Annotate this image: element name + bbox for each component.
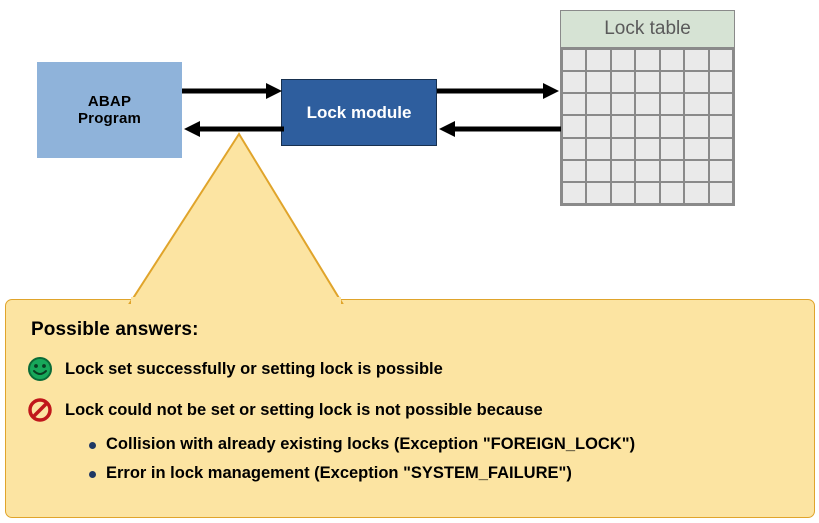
lock-table-cell	[685, 94, 708, 115]
lock-table-grid	[561, 48, 734, 205]
lock-table-cell	[660, 182, 684, 203]
lock-table-cell	[563, 116, 586, 137]
lock-table-cell	[685, 138, 708, 159]
callout-content: Possible answers: Lock set successfully …	[5, 299, 815, 518]
lock-table-cell	[636, 160, 659, 181]
lock-table-cell	[709, 138, 732, 159]
lock-table-cell	[611, 182, 635, 203]
lock-table-cell	[611, 94, 635, 115]
green-smiley-icon	[28, 357, 52, 381]
lock-table-cell	[587, 138, 610, 159]
lock-table-cell	[709, 116, 732, 137]
bullet-icon	[89, 471, 96, 479]
lock-table-cell	[587, 50, 610, 71]
abap-program-node[interactable]: ABAP Program	[37, 62, 182, 158]
lock-table-cell	[587, 160, 610, 181]
list-item: Error in lock management (Exception "SYS…	[89, 464, 795, 482]
arrow-lock-table-to-lock-module	[439, 121, 561, 137]
lock-table-cell	[563, 94, 586, 115]
answer-text-success: Lock set successfully or setting lock is…	[65, 360, 443, 378]
arrow-abap-to-lock-module	[182, 83, 282, 99]
lock-table-cell	[587, 72, 610, 93]
list-item: Collision with already existing locks (E…	[89, 435, 795, 453]
lock-table-cell	[660, 160, 684, 181]
callout-tail	[128, 132, 344, 310]
lock-table-cell	[709, 50, 732, 71]
lock-table-cell	[709, 160, 732, 181]
lock-table-cell	[660, 138, 684, 159]
sub-item-foreign-lock: Collision with already existing locks (E…	[106, 435, 636, 453]
lock-table-cell	[611, 160, 635, 181]
lock-table-cell	[587, 182, 610, 203]
lock-table-cell	[563, 138, 586, 159]
lock-table-cell	[660, 116, 684, 137]
lock-table-cell	[709, 94, 732, 115]
bullet-icon	[89, 442, 96, 449]
lock-module-node[interactable]: Lock module	[281, 79, 437, 146]
lock-table-cell	[636, 50, 659, 71]
abap-program-label-line2: Program	[77, 110, 142, 127]
abap-program-label: ABAP Program	[78, 93, 141, 128]
lock-table-cell	[563, 182, 586, 203]
lock-table-cell	[709, 182, 732, 203]
lock-table-cell	[563, 50, 586, 71]
lock-module-label: Lock module	[306, 102, 412, 122]
failure-sub-list: Collision with already existing locks (E…	[27, 435, 795, 482]
lock-table-cell	[685, 116, 708, 137]
arrow-lock-module-to-lock-table	[437, 83, 559, 99]
lock-table-cell	[611, 72, 635, 93]
lock-table-cell	[685, 160, 708, 181]
answer-text-failure: Lock could not be set or setting lock is…	[65, 401, 543, 419]
red-prohibition-icon	[28, 398, 52, 422]
lock-table-cell	[660, 72, 684, 93]
answer-row-success: Lock set successfully or setting lock is…	[27, 357, 795, 382]
lock-table-cell	[660, 94, 684, 115]
lock-table-node[interactable]: Lock table	[560, 10, 735, 206]
sub-item-system-failure: Error in lock management (Exception "SYS…	[106, 464, 572, 483]
arrow-lock-module-to-abap	[184, 121, 284, 137]
lock-table-cell	[660, 50, 684, 71]
callout-title: Possible answers:	[31, 319, 199, 340]
lock-table-cell	[636, 138, 659, 159]
answer-row-failure: Lock could not be set or setting lock is…	[27, 398, 795, 423]
lock-table-cell	[709, 72, 732, 93]
lock-table-cell	[685, 72, 708, 93]
abap-program-label-line1: ABAP	[87, 92, 132, 110]
lock-table-cell	[685, 50, 708, 71]
lock-table-cell	[636, 116, 659, 137]
lock-table-cell	[563, 72, 586, 93]
lock-table-cell	[587, 116, 610, 137]
lock-table-cell	[611, 138, 635, 159]
lock-table-cell	[563, 160, 586, 181]
lock-table-title: Lock table	[561, 11, 734, 48]
callout-box	[5, 299, 815, 518]
lock-table-cell	[685, 182, 708, 203]
lock-table-cell	[611, 50, 635, 71]
lock-table-cell	[636, 94, 659, 115]
lock-table-cell	[587, 94, 610, 115]
lock-table-cell	[636, 182, 659, 203]
lock-table-cell	[611, 116, 635, 137]
lock-table-cell	[636, 72, 659, 93]
